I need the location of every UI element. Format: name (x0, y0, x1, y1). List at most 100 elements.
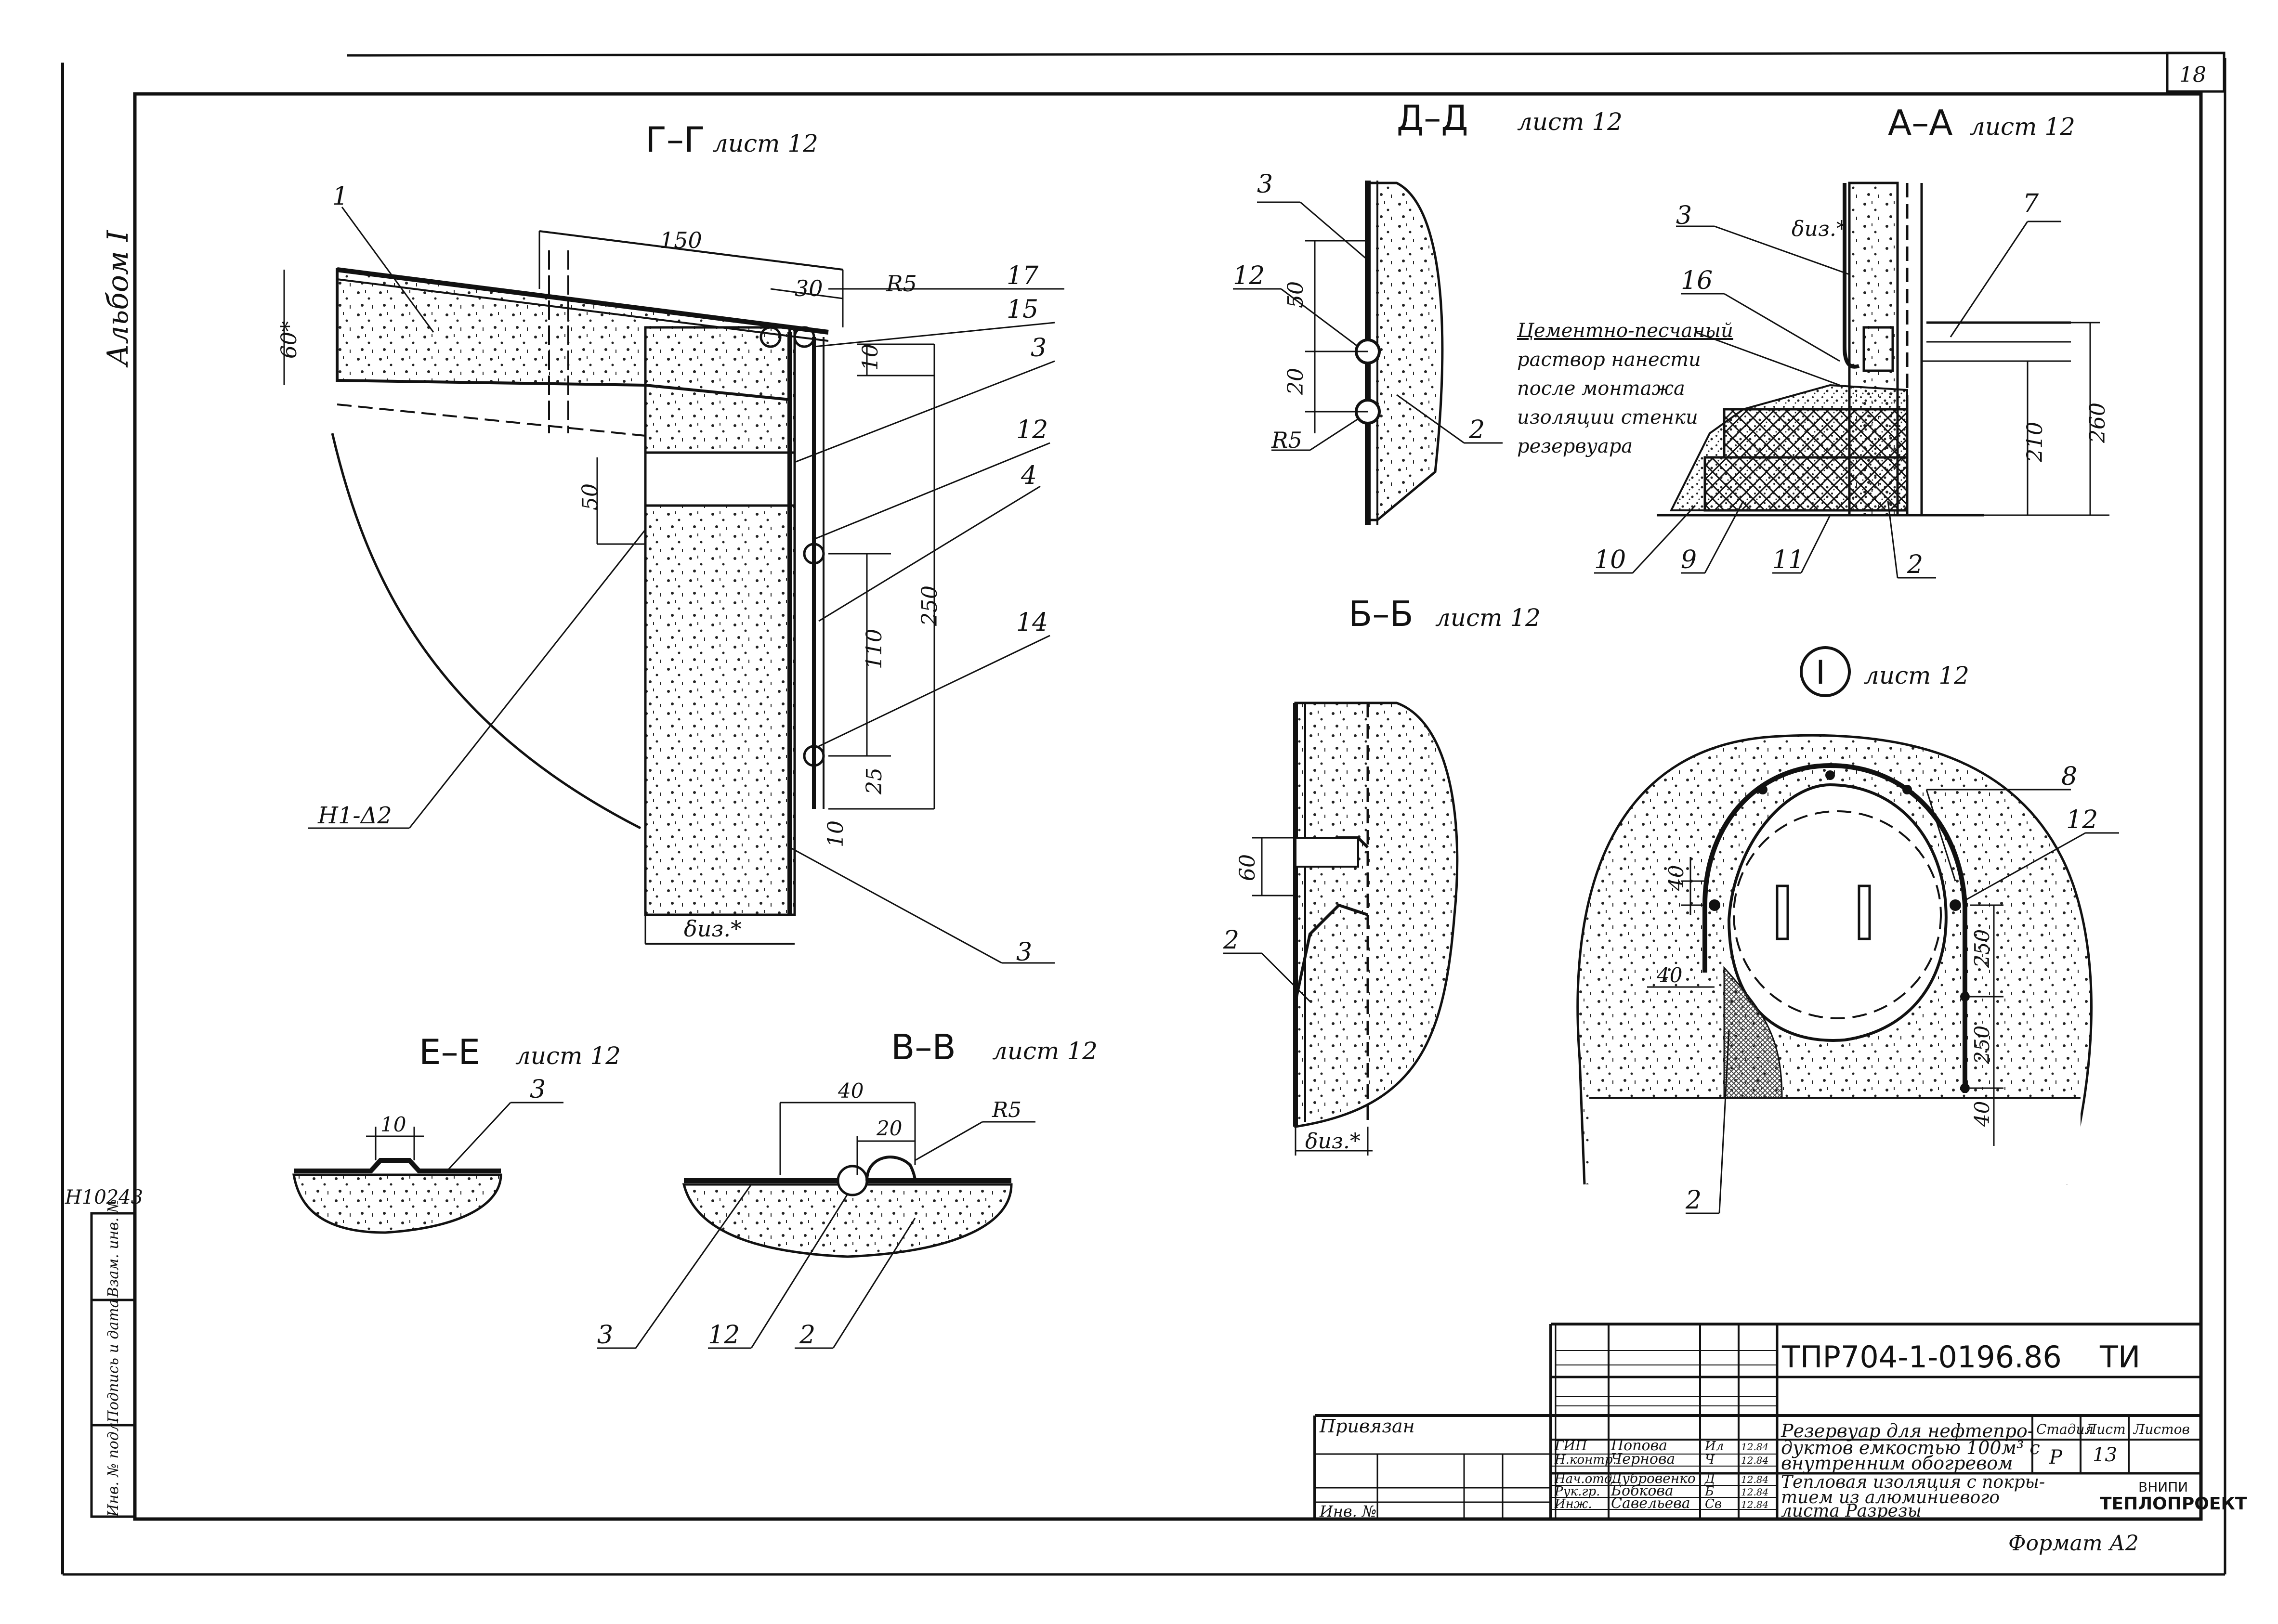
stage-value: Р (2049, 1446, 2063, 1468)
inv-number-label: Инв. № (1319, 1502, 1376, 1520)
aa-note-line-3: после монтажа (1517, 377, 1685, 400)
aa-callout-11: 11 (1772, 546, 1804, 574)
name-2: Чернова (1611, 1451, 1675, 1468)
section-gg: Г–Г лист 12 (277, 119, 1064, 967)
dd-dim-50: 50 (1283, 281, 1308, 308)
vv-callout-3: 3 (597, 1321, 613, 1350)
vv-dim-r5: R5 (992, 1098, 1021, 1122)
date-4: 12.84 (1741, 1486, 1768, 1498)
sheet-frame (61, 52, 2226, 1576)
detail-dim-40-top: 40 (1664, 865, 1688, 891)
name-4: Бобкова (1610, 1482, 1674, 1499)
aa-callout-2: 2 (1907, 550, 1923, 579)
date-3: 12.84 (1741, 1474, 1768, 1485)
document-type: ТИ (2099, 1339, 2140, 1375)
aa-callout-16: 16 (1681, 266, 1713, 295)
sheet-value: 13 (2093, 1444, 2117, 1466)
name-5: Савельева (1611, 1495, 1690, 1512)
document-code: ТПР704-1-0196.86 (1781, 1339, 2062, 1375)
section-ee-ref: лист 12 (515, 1042, 621, 1070)
gg-dim-10-bottom: 10 (824, 820, 848, 847)
ee-dim-10: 10 (380, 1113, 406, 1136)
bb-callout-2: 2 (1223, 926, 1239, 955)
name-1: Попова (1610, 1437, 1667, 1454)
stage-label: Стадия (2036, 1421, 2094, 1437)
gg-dim-r5: R5 (886, 271, 917, 297)
dd-callout-2: 2 (1468, 416, 1485, 444)
section-bb: Б–Б лист 12 60 δиз.* 2 (1223, 594, 1541, 1156)
gg-callout-1: 1 (332, 182, 348, 211)
ee-callout-3: 3 (530, 1075, 546, 1104)
gg-dim-25: 25 (862, 767, 887, 795)
section-dd-ref: лист 12 (1517, 108, 1623, 136)
role-4: Рук.гр. (1554, 1484, 1600, 1499)
album-label: Альбом I (101, 230, 135, 368)
name-3: Дубровенко (1610, 1470, 1696, 1486)
gg-dim-250: 250 (917, 585, 942, 626)
title-line-2: дуктов емкостью 100м³ с (1781, 1437, 2040, 1458)
section-vv: В–В лист 12 40 20 R5 3 12 2 (597, 1027, 1098, 1350)
aa-note-line-1: Цементно-песчаный (1517, 320, 1733, 342)
detail-1-ref: лист 12 (1864, 662, 1969, 689)
inventory-code: Н10243 (65, 1186, 143, 1208)
aa-dim-insulation: δиз.* (1792, 217, 1847, 241)
sign-5: Св (1705, 1497, 1722, 1511)
gg-callout-weld: Н1-Δ2 (317, 802, 392, 829)
aa-callout-10: 10 (1594, 546, 1626, 574)
detail-dim-250-bottom: 250 (1970, 1026, 1994, 1065)
date-2: 12.84 (1741, 1455, 1768, 1466)
dd-dim-20: 20 (1283, 368, 1308, 395)
role-3: Нач.отд. (1554, 1472, 1616, 1486)
gg-callout-15: 15 (1007, 295, 1038, 324)
sheet-label: Лист (2084, 1421, 2126, 1437)
detail-dim-250-top: 250 (1970, 929, 1994, 968)
margin-label-replace: Взам. инв. № (105, 1199, 122, 1298)
detail-1-title: I (1816, 654, 1825, 692)
section-aa: А–А лист 12 260 210 δиз.* 3 16 7 (1517, 103, 2110, 579)
gg-callout-4: 4 (1021, 461, 1037, 490)
aa-callout-7: 7 (2023, 189, 2039, 218)
margin-stamp (90, 1212, 136, 1518)
subtitle-line-1: Тепловая изоляция с покры- (1781, 1472, 2045, 1492)
detail-1: I лист 12 40 40 250 250 40 (1576, 646, 2119, 1215)
privyazan-label: Привязан (1319, 1416, 1415, 1437)
section-vv-title: В–В (891, 1027, 956, 1067)
aa-dim-260: 260 (2085, 403, 2110, 443)
page-number: 18 (2179, 63, 2206, 87)
sign-3: Д (1704, 1472, 1715, 1486)
bb-dim-60: 60 (1235, 854, 1260, 881)
aa-dim-210: 210 (2023, 422, 2047, 463)
detail-callout-8: 8 (2061, 762, 2077, 791)
detail-callout-12: 12 (2066, 806, 2098, 834)
sign-4: Б (1704, 1484, 1714, 1499)
gg-dim-150: 150 (660, 227, 702, 253)
subtitle-line-2: тием из алюминиевого (1781, 1488, 2000, 1507)
title-line-3: внутренним обогревом (1781, 1453, 2013, 1474)
gg-callout-14: 14 (1016, 608, 1048, 637)
section-ee: Е–Е лист 12 10 3 (292, 1032, 621, 1234)
section-dd-title: Д–Д (1397, 98, 1468, 138)
gg-callout-3b: 3 (1016, 938, 1032, 967)
section-bb-title: Б–Б (1348, 594, 1414, 634)
gg-callout-3a: 3 (1031, 334, 1047, 363)
role-5: Инж. (1554, 1497, 1592, 1511)
sign-1: Ил (1704, 1439, 1724, 1454)
aa-note-line-4: изоляции стенки (1517, 406, 1698, 429)
dd-callout-3: 3 (1257, 170, 1273, 199)
sheets-label: Листов (2133, 1421, 2190, 1437)
vv-dim-40: 40 (838, 1079, 864, 1103)
section-gg-ref: лист 12 (713, 130, 818, 157)
section-aa-ref: лист 12 (1970, 113, 2075, 141)
vv-callout-12: 12 (708, 1321, 740, 1350)
section-gg-title: Г–Г (645, 119, 705, 160)
dd-callout-12: 12 (1233, 261, 1265, 290)
vv-dim-20: 20 (876, 1117, 902, 1140)
role-2: Н.контр. (1554, 1453, 1617, 1467)
bb-dim-insulation: δиз.* (1305, 1129, 1361, 1154)
margin-label-inv: Инв. № подл. (105, 1418, 122, 1517)
gg-callout-12: 12 (1016, 416, 1048, 444)
gg-dim-insulation: δиз.* (684, 916, 742, 942)
gg-dim-60: 60* (277, 321, 301, 359)
sign-2: Ч (1705, 1453, 1715, 1467)
gg-callout-17: 17 (1007, 261, 1039, 290)
